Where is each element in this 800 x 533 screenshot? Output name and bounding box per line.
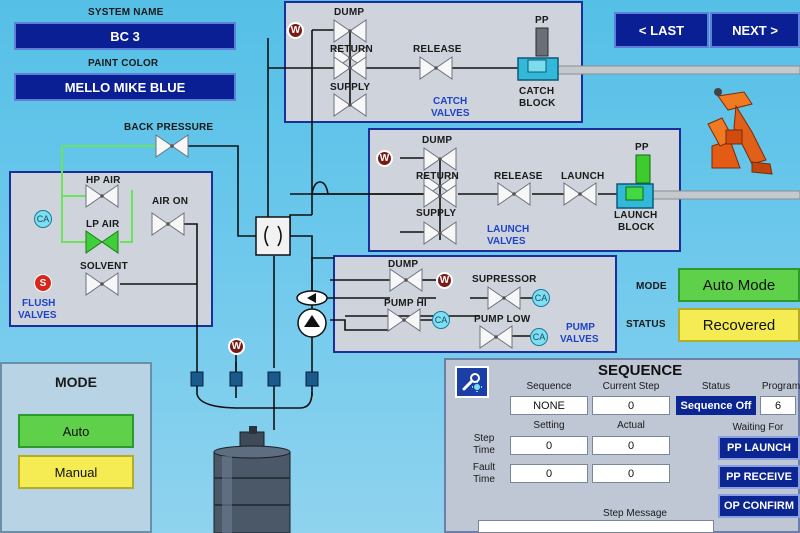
air-on-valve[interactable]: AIR ON — [152, 196, 189, 207]
pump-hi-valve[interactable]: PUMP HI — [384, 298, 427, 309]
catch-valves-title-1: CATCH — [433, 96, 468, 107]
connector-port-2 — [229, 371, 243, 387]
junction-fitting — [255, 216, 291, 256]
pump-valves-panel — [333, 255, 617, 353]
fault-time-label-1: Fault — [472, 462, 496, 473]
catch-dump-valve[interactable]: DUMP — [334, 7, 365, 18]
waiting-pp-receive-button[interactable]: PP RECEIVE — [718, 465, 800, 489]
launch-pp-label: PP — [635, 142, 649, 153]
catch-block-label-2: BLOCK — [519, 98, 556, 109]
pump-low-valve[interactable]: PUMP LOW — [474, 314, 531, 325]
paint-color-field[interactable]: MELLO MIKE BLUE — [14, 73, 236, 101]
paint-drum-icon — [213, 426, 291, 533]
waiting-pp-launch-button[interactable]: PP LAUNCH — [718, 436, 800, 460]
flush-ca-badge: CA — [34, 210, 52, 228]
launch-dump-w-badge: W — [376, 150, 393, 167]
pump-dump-w-badge: W — [436, 272, 453, 289]
air-lines — [61, 145, 156, 243]
settings-button[interactable] — [455, 366, 489, 398]
launch-valves-title-2: VALVES — [487, 236, 526, 247]
mode-panel-title: MODE — [55, 374, 97, 390]
status-label: STATUS — [626, 319, 666, 330]
launch-supply-valve[interactable]: SUPPLY — [416, 208, 457, 219]
catch-valves-title-2: VALVES — [431, 108, 470, 119]
pump-low-ca-badge: CA — [530, 328, 548, 346]
connector-port-3 — [267, 371, 281, 387]
connector-port-1 — [190, 371, 204, 387]
launch-launch-valve[interactable]: LAUNCH — [561, 171, 605, 182]
flush-valves-title-1: FLUSH — [22, 298, 56, 309]
sequence-header: Sequence — [526, 381, 572, 392]
setting-header: Setting — [533, 420, 565, 431]
launch-dump-valve[interactable]: DUMP — [422, 135, 453, 146]
hp-air-valve[interactable]: HP AIR — [86, 175, 121, 186]
launch-return-valve[interactable]: RETURN — [416, 171, 459, 182]
pump-icon — [296, 290, 328, 338]
pump-valves-title-1: PUMP — [566, 322, 595, 333]
back-pressure-valve[interactable]: BACK PRESSURE — [124, 122, 214, 133]
current-step-field: 0 — [592, 396, 670, 415]
manual-button[interactable]: Manual — [18, 455, 134, 489]
status-header: Status — [701, 381, 731, 392]
mode-label: MODE — [636, 281, 667, 292]
actual-header: Actual — [617, 420, 645, 431]
step-message-label: Step Message — [603, 508, 667, 519]
status-value: Recovered — [678, 308, 800, 342]
fault-time-actual-field: 0 — [592, 464, 670, 483]
launch-valves-title-1: LAUNCH — [487, 224, 530, 235]
pump-valves-title-2: VALVES — [560, 334, 599, 345]
last-button[interactable]: < LAST — [614, 12, 709, 48]
sequence-status-field: Sequence Off — [676, 396, 756, 415]
fault-time-setting-field[interactable]: 0 — [510, 464, 588, 483]
drum-w-badge: W — [228, 338, 245, 355]
pump-dump-valve[interactable]: DUMP — [388, 259, 419, 270]
launch-release-valve[interactable]: RELEASE — [494, 171, 543, 182]
step-message-field — [478, 520, 714, 533]
waiting-for-header: Waiting For — [732, 422, 784, 433]
mode-value: Auto Mode — [678, 268, 800, 302]
sequence-title: SEQUENCE — [598, 362, 683, 379]
flush-s-badge: S — [34, 274, 52, 292]
launch-block-label-1: LAUNCH — [614, 210, 658, 221]
catch-pp-label: PP — [535, 15, 549, 26]
step-time-label-2: Time — [473, 445, 495, 456]
step-time-setting-field[interactable]: 0 — [510, 436, 588, 455]
catch-block-label-1: CATCH — [519, 86, 555, 97]
pump-supressor-ca-badge: CA — [532, 289, 550, 307]
launch-block-label-2: BLOCK — [618, 222, 655, 233]
catch-return-valve[interactable]: RETURN — [330, 44, 373, 55]
current-step-header: Current Step — [602, 381, 660, 392]
step-time-actual-field: 0 — [592, 436, 670, 455]
catch-output-pipe — [556, 65, 800, 75]
system-name-label: SYSTEM NAME — [88, 7, 164, 18]
robot-arm-icon — [707, 88, 773, 175]
auto-button[interactable]: Auto — [18, 414, 134, 448]
solvent-valve[interactable]: SOLVENT — [80, 261, 128, 272]
catch-block-icon — [517, 27, 559, 81]
next-button[interactable]: NEXT > — [710, 12, 800, 48]
program-header: Program — [761, 381, 800, 392]
wrench-gear-icon — [462, 373, 482, 392]
launch-block-icon — [616, 154, 654, 209]
sequence-value-field: NONE — [510, 396, 588, 415]
connector-port-4 — [305, 371, 319, 387]
flush-valves-title-2: VALVES — [18, 310, 57, 321]
step-time-label-1: Step — [473, 433, 495, 444]
launch-output-pipe — [651, 190, 800, 200]
pump-hi-ca-badge: CA — [432, 311, 450, 329]
catch-dump-w-badge: W — [287, 22, 304, 39]
catch-supply-valve[interactable]: SUPPLY — [330, 82, 371, 93]
system-name-field[interactable]: BC 3 — [14, 22, 236, 50]
paint-color-label: PAINT COLOR — [88, 58, 159, 69]
lp-air-valve[interactable]: LP AIR — [86, 219, 120, 230]
pump-supressor-valve[interactable]: SUPRESSOR — [472, 274, 537, 285]
fault-time-label-2: Time — [473, 474, 495, 485]
waiting-op-confirm-button[interactable]: OP CONFIRM — [718, 494, 800, 518]
catch-release-valve[interactable]: RELEASE — [413, 44, 462, 55]
program-field: 6 — [760, 396, 796, 415]
